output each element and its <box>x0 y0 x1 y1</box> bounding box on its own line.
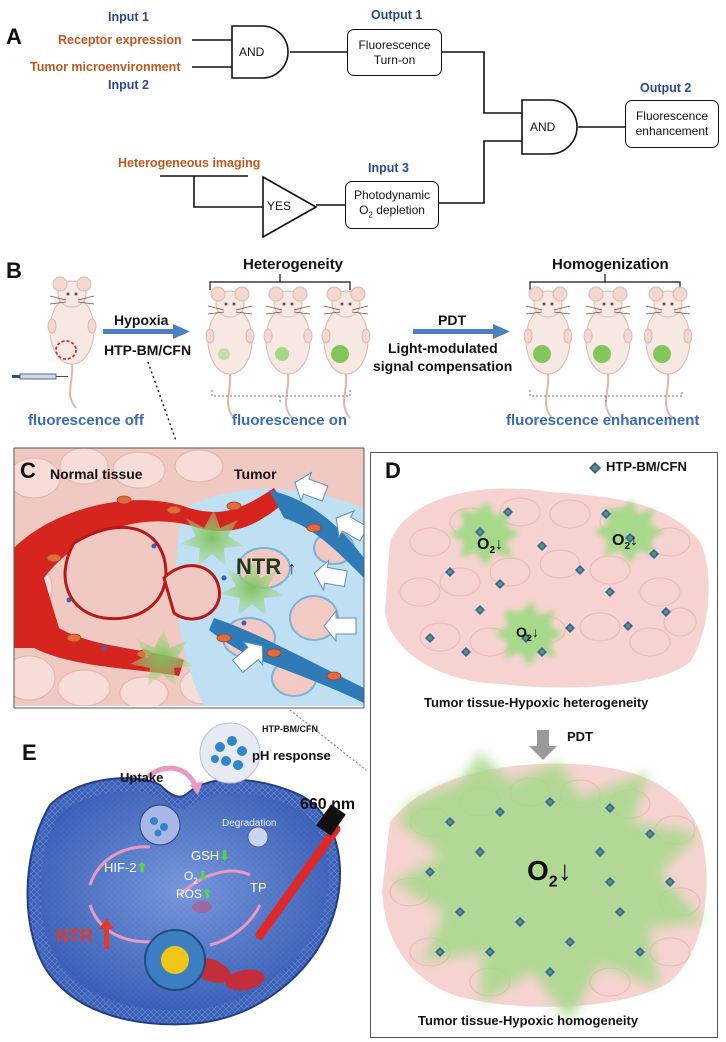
ntr-label: NTR ↑ <box>236 554 297 579</box>
panel-b-letter: B <box>6 258 22 283</box>
o2-marker-large: O2↓ <box>527 855 572 891</box>
ntr-label-e: NTR <box>56 926 93 946</box>
normal-tissue-label: Normal tissue <box>50 466 143 482</box>
ros-label: ROS⬆ <box>176 887 213 901</box>
panel-connectors <box>13 447 367 771</box>
mice-illustration <box>12 274 693 440</box>
input1-text: Receptor expression <box>58 33 182 47</box>
pdt-arrow <box>413 324 510 339</box>
down-arrow-icon: ↓ <box>557 855 572 886</box>
input3-box: Photodynamic O2 depletion <box>345 181 439 229</box>
output1-box: Fluorescence Turn-on <box>347 29 442 76</box>
light-label-1: Light-modulated <box>388 340 498 356</box>
input2-text: Tumor microenvironment <box>30 60 181 74</box>
o2-marker-1: O2↓ <box>477 536 504 557</box>
probe-legend-label: HTP-BM/CFN <box>606 459 687 474</box>
o2-marker-2: O2↓ <box>612 532 639 553</box>
ntr-up-arrow-icon: ↑ <box>287 558 297 578</box>
input2-label: Input 2 <box>108 78 149 92</box>
cell-illustration <box>26 722 346 1026</box>
hif-label: HIF-2⬆ <box>104 860 148 875</box>
gate3-label: YES <box>267 199 292 213</box>
nanoparticle-label: HTP-BM/CFN <box>262 724 318 734</box>
pdt-down-arrow <box>529 730 557 760</box>
tissue-illustration <box>14 448 364 706</box>
yes-gate <box>262 175 318 239</box>
laser-label: 660 nm <box>300 796 356 813</box>
input3-text: Heterogeneous imaging <box>118 156 261 170</box>
uptake-label: Uptake <box>120 770 164 785</box>
gsh-label: GSH⬇ <box>191 848 231 863</box>
input1-label: Input 1 <box>108 10 149 24</box>
tumor-label: Tumor <box>234 466 277 482</box>
caption-off: fluorescence off <box>28 412 144 429</box>
hypoxia-arrow <box>103 324 190 339</box>
homogenization-label: Homogenization <box>552 256 669 273</box>
o2-label-e: O2⬇ <box>184 869 208 886</box>
heterogeneity-label: Heterogeneity <box>243 256 344 273</box>
down-arrow-icon: ↓ <box>495 536 504 553</box>
output1-line2: Turn-on <box>373 52 416 67</box>
logic-wires <box>160 25 625 239</box>
down-arrow-icon: ↓ <box>630 532 639 549</box>
degradation-label: Degradation <box>222 818 277 829</box>
o2-marker-3: O2↓ <box>516 624 539 643</box>
panel-a-letter: A <box>6 24 22 49</box>
probe-label: HTP-BM/CFN <box>104 342 192 358</box>
input3-line2: O2 depletion <box>359 202 425 220</box>
hypoxia-label: Hypoxia <box>114 312 169 328</box>
caption-on: fluorescence on <box>232 412 348 429</box>
input3-line1: Photodynamic <box>353 187 431 202</box>
panel-e-letter: E <box>22 740 37 765</box>
caption-heterogeneity: Tumor tissue-Hypoxic heterogeneity <box>424 695 649 710</box>
mouse-injected <box>47 276 97 409</box>
probe-legend-icon <box>589 462 601 474</box>
ph-response-label: pH response <box>252 748 331 763</box>
gate1-label: AND <box>239 45 265 59</box>
panel-c-letter: C <box>20 458 36 483</box>
output2-line1: Fluorescence <box>635 109 709 123</box>
light-label-2: signal compensation <box>373 358 513 374</box>
syringe-icon <box>12 373 68 380</box>
input3-label: Input 3 <box>368 161 409 175</box>
tp-label: TP <box>250 880 267 895</box>
up-arrow-icon: ⬆ <box>202 887 213 901</box>
caption-enhancement: fluorescence enhancement <box>506 412 700 429</box>
caption-homogeneity: Tumor tissue-Hypoxic homogeneity <box>418 1013 639 1028</box>
output2-label: Output 2 <box>640 81 692 95</box>
output1-label: Output 1 <box>371 8 423 22</box>
and-gate-1 <box>231 25 289 79</box>
down-arrow-icon: ⬇ <box>197 869 208 883</box>
output2-line2: enhancement <box>635 124 709 138</box>
down-arrow-icon: ↓ <box>531 624 539 640</box>
gate2-label: AND <box>530 120 556 134</box>
pdt-label: PDT <box>438 312 466 328</box>
down-arrow-icon: ⬇ <box>219 848 231 863</box>
tissue-oxygen-illustration <box>370 452 718 1038</box>
and-gate-2 <box>521 99 578 155</box>
panel-d-letter: D <box>385 458 401 483</box>
pdt-label-d: PDT <box>567 729 593 744</box>
up-arrow-icon: ⬆ <box>136 860 148 875</box>
output2-box: Fluorescence enhancement <box>625 100 719 148</box>
output1-line1: Fluorescence <box>358 37 431 52</box>
